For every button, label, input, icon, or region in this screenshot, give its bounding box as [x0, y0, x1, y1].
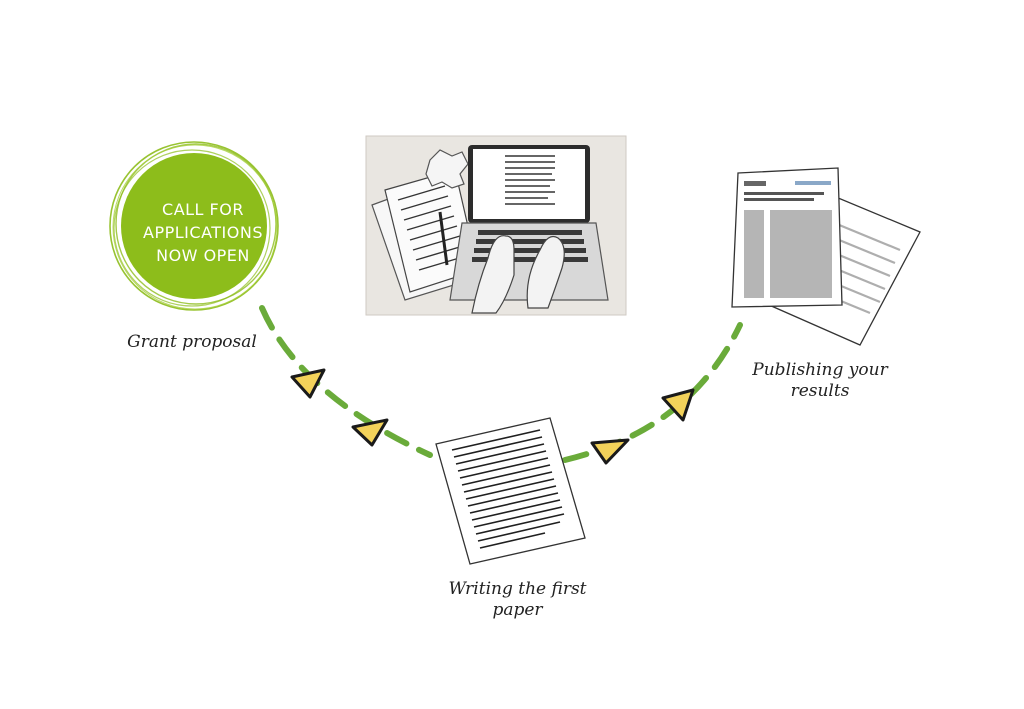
badge-line-3: NOW OPEN	[156, 246, 250, 265]
arrow-up-2	[661, 388, 695, 422]
step-label-writing: Writing the first paper	[430, 579, 605, 621]
workflow-path-right	[562, 322, 743, 463]
workflow-path-left	[259, 305, 433, 458]
arrow-down-1	[290, 368, 326, 399]
arrow-up-1	[590, 438, 630, 465]
badge-line-2: APPLICATIONS	[143, 223, 263, 242]
step-label-publishing: Publishing your results	[740, 360, 900, 402]
badge-line-1: CALL FOR	[162, 200, 244, 219]
step-label-line: paper	[492, 600, 543, 620]
step-label-line: Writing the first	[448, 579, 587, 599]
laptop-writing-illustration	[365, 135, 627, 316]
manuscript-page-icon	[435, 417, 586, 565]
arrow-down-2	[351, 418, 389, 447]
step-label-line: Grant proposal	[127, 332, 257, 352]
step-label-line: results	[790, 381, 850, 401]
step-label-line: Publishing your	[752, 360, 888, 380]
badge-text: CALL FOR APPLICATIONS NOW OPEN	[108, 198, 298, 267]
published-article-pages-icon	[731, 167, 921, 346]
call-for-applications-badge	[109, 141, 279, 311]
step-label-grant-proposal: Grant proposal	[112, 332, 272, 353]
